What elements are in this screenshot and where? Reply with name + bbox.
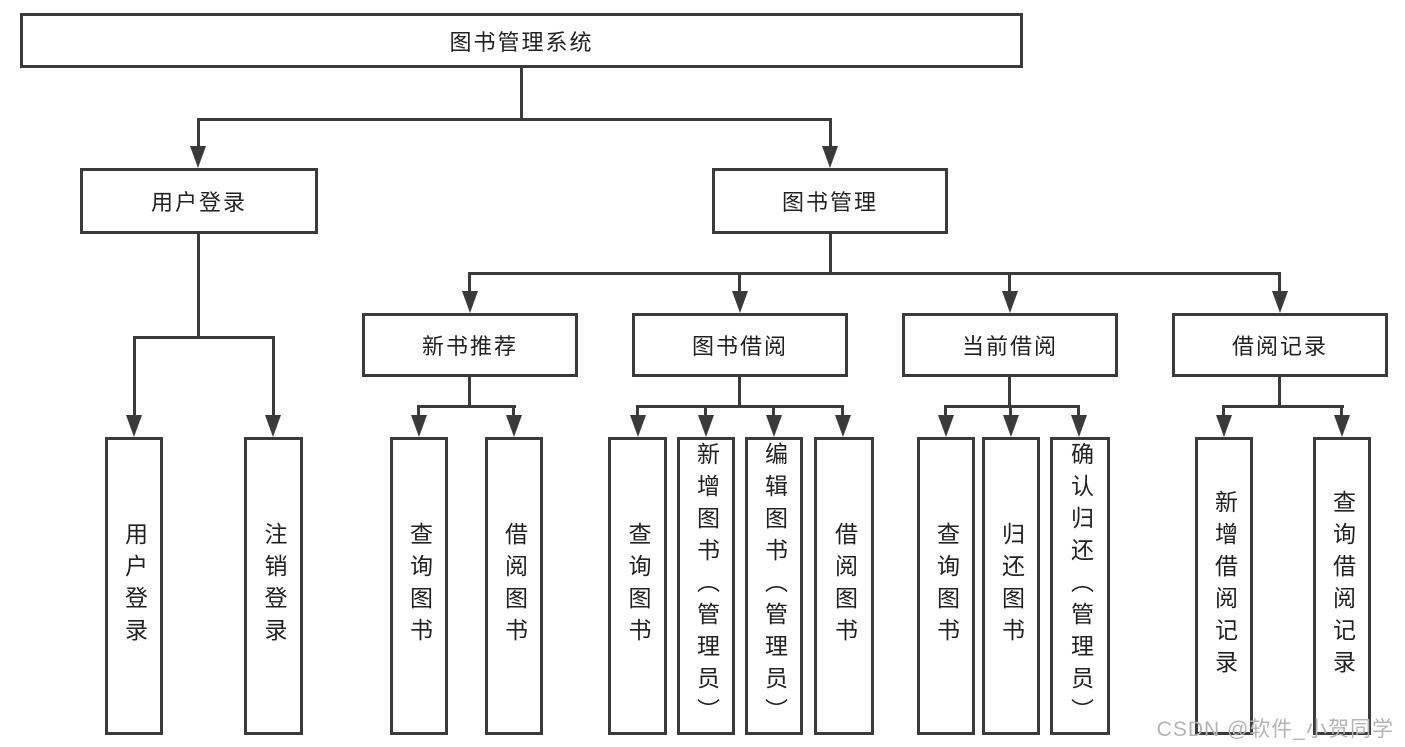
leaf-edit-book-admin: 编辑图书（管理员） (745, 437, 803, 735)
connector-current-drop-3 (1077, 405, 1080, 419)
node-root: 图书管理系统 (20, 13, 1023, 68)
arrow-down-icon (822, 146, 838, 168)
arrow-down-icon (126, 415, 142, 437)
leaf-confirm-return-admin: 确认归还（管理员） (1050, 437, 1110, 735)
leaf-add-book-admin-label: 新增图书（管理员） (693, 442, 720, 730)
leaf-query-books-borrow: 查询图书 (608, 437, 667, 735)
leaf-return-books-label: 归还图书 (998, 522, 1025, 650)
connector-bookmgmt-drop-3 (1008, 272, 1011, 293)
node-current-borrow-label: 当前借阅 (961, 334, 1058, 359)
connector-bookmgmt-drop-4 (1278, 272, 1281, 293)
node-root-label: 图书管理系统 (449, 29, 594, 55)
leaf-query-borrow-record-label: 查询借阅记录 (1329, 490, 1356, 682)
leaf-logout-label: 注销登录 (261, 522, 287, 650)
connector-borrow-drop-4 (841, 405, 844, 419)
leaf-query-books-recommend-label: 查询图书 (406, 522, 433, 650)
node-borrow-records-label: 借阅记录 (1231, 334, 1328, 359)
connector-bookmgmt-drop-1 (468, 272, 471, 293)
leaf-borrow-books-recommend: 借阅图书 (485, 437, 543, 735)
leaf-add-borrow-record: 新增借阅记录 (1195, 437, 1253, 735)
connector-borrow-drop-3 (772, 405, 775, 419)
arrow-down-icon (698, 415, 714, 437)
connector-current-stem (1008, 377, 1011, 407)
connector-current-drop-1 (944, 405, 947, 419)
leaf-query-books-borrow-label: 查询图书 (625, 522, 651, 650)
connector-borrow-drop-2 (704, 405, 707, 419)
connector-userlogin-hline (133, 336, 275, 339)
leaf-borrow-books-recommend-label: 借阅图书 (501, 522, 528, 650)
connector-records-drop-1 (1222, 405, 1225, 419)
arrow-down-icon (1216, 415, 1232, 437)
node-current-borrow: 当前借阅 (902, 313, 1118, 377)
leaf-query-books-recommend: 查询图书 (390, 437, 448, 735)
connector-userlogin-drop-2 (272, 336, 275, 417)
leaf-add-book-admin: 新增图书（管理员） (677, 437, 735, 735)
arrow-down-icon (766, 415, 782, 437)
leaf-query-books-current: 查询图书 (917, 437, 975, 735)
connector-borrow-drop-1 (636, 405, 639, 419)
arrow-down-icon (265, 415, 281, 437)
leaf-edit-book-admin-label: 编辑图书（管理员） (761, 442, 788, 730)
leaf-confirm-return-admin-label: 确认归还（管理员） (1067, 442, 1094, 730)
node-borrow-records: 借阅记录 (1172, 313, 1388, 377)
node-book-borrow-label: 图书借阅 (691, 334, 788, 359)
connector-root-drop-right (829, 118, 832, 148)
leaf-query-borrow-record: 查询借阅记录 (1313, 437, 1371, 735)
leaf-borrow-books: 借阅图书 (814, 437, 874, 735)
connector-recommend-drop-2 (512, 405, 515, 419)
leaf-user-login-label: 用户登录 (121, 522, 148, 650)
arrow-down-icon (1272, 291, 1288, 313)
node-book-borrow: 图书借阅 (632, 313, 848, 377)
arrow-down-icon (462, 291, 478, 313)
node-book-management: 图书管理 (712, 168, 948, 234)
connector-borrow-stem (738, 377, 741, 407)
leaf-borrow-books-label: 借阅图书 (831, 522, 858, 650)
connector-userlogin-stem (197, 234, 200, 338)
node-user-login-label: 用户登录 (150, 190, 247, 215)
arrow-down-icon (1071, 415, 1087, 437)
arrow-down-icon (1003, 415, 1019, 437)
arrow-down-icon (411, 415, 427, 437)
leaf-return-books: 归还图书 (982, 437, 1040, 735)
arrow-down-icon (630, 415, 646, 437)
connector-root-hline (197, 118, 832, 121)
connector-current-hline (944, 405, 1080, 408)
arrow-down-icon (1002, 291, 1018, 313)
connector-recommend-stem (468, 377, 471, 407)
arrow-down-icon (506, 415, 522, 437)
connector-recommend-drop-1 (417, 405, 420, 419)
connector-records-drop-2 (1340, 405, 1343, 419)
connector-records-stem (1278, 377, 1281, 407)
connector-bookmgmt-drop-2 (738, 272, 741, 293)
csdn-watermark: CSDN @软件_小贺同学 (1156, 718, 1394, 741)
connector-recommend-hline (417, 405, 516, 408)
leaf-logout: 注销登录 (244, 437, 303, 735)
node-new-book-recommend: 新书推荐 (362, 313, 578, 377)
node-new-book-recommend-label: 新书推荐 (421, 334, 518, 359)
leaf-query-books-current-label: 查询图书 (933, 522, 960, 650)
node-user-login: 用户登录 (80, 168, 318, 234)
arrow-down-icon (732, 291, 748, 313)
connector-bookmgmt-stem (829, 234, 832, 274)
arrow-down-icon (835, 415, 851, 437)
leaf-add-borrow-record-label: 新增借阅记录 (1211, 490, 1238, 682)
arrow-down-icon (938, 415, 954, 437)
node-book-management-label: 图书管理 (781, 190, 878, 215)
connector-root-stem (520, 68, 523, 120)
connector-root-drop-left (197, 118, 200, 148)
connector-current-drop-2 (1009, 405, 1012, 419)
connector-userlogin-drop-1 (133, 336, 136, 417)
connector-bookmgmt-hline (468, 272, 1281, 275)
connector-borrow-hline (636, 405, 844, 408)
arrow-down-icon (190, 146, 206, 168)
arrow-down-icon (1334, 415, 1350, 437)
connector-records-hline (1222, 405, 1344, 408)
leaf-user-login: 用户登录 (105, 437, 163, 735)
